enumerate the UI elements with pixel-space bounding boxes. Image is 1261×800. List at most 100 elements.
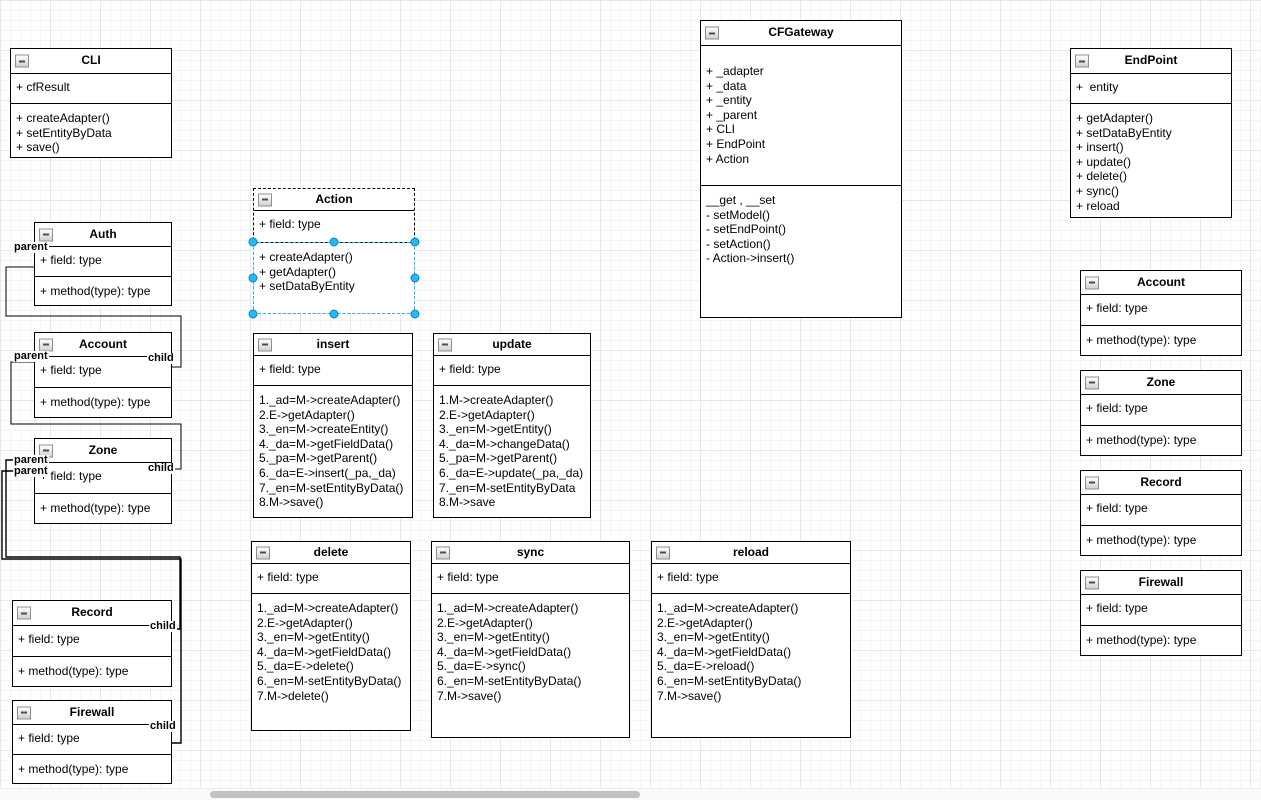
- collapse-minus-icon[interactable]: [705, 26, 719, 40]
- methods-compartment: + method(type): type: [13, 657, 171, 688]
- collapse-minus-icon[interactable]: [1075, 54, 1089, 68]
- collapse-minus-icon[interactable]: [39, 228, 53, 241]
- class-header: delete: [252, 542, 410, 564]
- method-line: 7.M->delete(): [257, 688, 329, 703]
- class-box-record-right[interactable]: Record + field: type + method(type): typ…: [1080, 470, 1242, 556]
- fields-compartment: + field: type: [13, 725, 171, 755]
- method-line: 6._da=E->insert(_pa,_da): [259, 465, 396, 480]
- horizontal-scrollbar-thumb[interactable]: [210, 791, 640, 798]
- selection-resize-handle[interactable]: [329, 309, 339, 319]
- selection-resize-handle[interactable]: [248, 309, 258, 319]
- collapse-minus-icon[interactable]: [17, 706, 31, 719]
- collapse-minus-icon[interactable]: [258, 193, 272, 206]
- fields-compartment: + field: type: [35, 247, 171, 277]
- class-box-cfgateway[interactable]: CFGateway + _adapter+ _data+ _entity+ _p…: [700, 20, 902, 318]
- method-line: 3._en=M->getEntity(): [437, 630, 550, 645]
- field-line: + field: type: [439, 362, 501, 376]
- selection-resize-handle[interactable]: [410, 309, 420, 319]
- method-line: + getAdapter(): [1076, 111, 1154, 125]
- class-box-action[interactable]: Action + field: type + createAdapter()+ …: [253, 188, 415, 314]
- method-line: 1._ad=M->createAdapter(): [257, 601, 399, 615]
- class-header: sync: [432, 542, 629, 564]
- class-box-delete[interactable]: delete + field: type 1._ad=M->createAdap…: [251, 541, 411, 731]
- method-line: 1._ad=M->createAdapter(): [437, 601, 579, 615]
- methods-compartment: + method(type): type: [35, 388, 171, 419]
- class-header: Firewall: [1081, 571, 1241, 595]
- class-title: CLI: [81, 53, 101, 67]
- edge-anchor-label: parent: [13, 241, 49, 253]
- class-title: Record: [71, 605, 113, 619]
- method-line: + method(type): type: [40, 284, 151, 298]
- class-box-reload[interactable]: reload + field: type 1._ad=M->createAdap…: [651, 541, 851, 738]
- fields-compartment: + field: type: [254, 356, 412, 386]
- selection-rectangle: [253, 242, 415, 314]
- collapse-minus-icon[interactable]: [656, 546, 670, 559]
- fields-compartment: + cfResult: [11, 74, 171, 104]
- class-box-sync[interactable]: sync + field: type 1._ad=M->createAdapte…: [431, 541, 630, 738]
- methods-compartment: 1._ad=M->createAdapter()2.E->getAdapter(…: [252, 594, 410, 732]
- method-line: 3._en=M->getEntity(): [257, 630, 370, 645]
- collapse-minus-icon[interactable]: [15, 54, 29, 68]
- collapse-minus-icon[interactable]: [1085, 476, 1099, 489]
- fields-compartment: + field: type: [1081, 395, 1241, 426]
- class-title: Auth: [89, 227, 117, 241]
- method-line: + setDataByEntity: [259, 279, 355, 294]
- fields-compartment: + field: type: [13, 626, 171, 657]
- collapse-minus-icon[interactable]: [1085, 376, 1099, 389]
- collapse-minus-icon[interactable]: [436, 546, 450, 559]
- class-title: Action: [315, 192, 353, 206]
- edge-anchor-label: parent: [13, 350, 49, 362]
- field-line: + field: type: [1086, 401, 1148, 415]
- class-box-insert[interactable]: insert + field: type 1._ad=M->createAdap…: [253, 333, 413, 518]
- class-box-cli[interactable]: CLI + cfResult + createAdapter()+ setEnt…: [10, 48, 172, 158]
- selection-resize-handle[interactable]: [410, 273, 420, 283]
- horizontal-scrollbar[interactable]: [0, 788, 1261, 800]
- collapse-minus-icon[interactable]: [438, 338, 452, 351]
- selection-resize-handle[interactable]: [329, 237, 339, 247]
- class-header: update: [434, 334, 590, 356]
- method-line: + reload: [1076, 198, 1120, 213]
- methods-compartment: + createAdapter()+ getAdapter()+ setData…: [254, 243, 414, 315]
- methods-compartment: + method(type): type: [1081, 526, 1241, 557]
- class-box-account-left[interactable]: Account + field: type + method(type): ty…: [34, 332, 172, 418]
- field-line: + field: type: [40, 363, 102, 377]
- selection-resize-handle[interactable]: [248, 237, 258, 247]
- selection-resize-handle[interactable]: [248, 273, 258, 283]
- class-box-zone-left[interactable]: Zone + field: type + method(type): type: [34, 438, 172, 524]
- field-line: + field: type: [257, 570, 319, 584]
- method-line: 7._en=M-setEntityByData: [439, 480, 576, 495]
- field-line: + field: type: [259, 217, 321, 231]
- method-line: 6._en=M-setEntityByData(): [437, 673, 582, 688]
- field-line: + field: type: [18, 632, 80, 646]
- method-line: 2.E->getAdapter(): [657, 615, 753, 630]
- method-line: 3._en=M->getEntity(): [439, 422, 552, 437]
- class-box-zone-right[interactable]: Zone + field: type + method(type): type: [1080, 370, 1242, 456]
- collapse-minus-icon[interactable]: [17, 606, 31, 620]
- class-box-endpoint[interactable]: EndPoint + entity + getAdapter()+ setDat…: [1070, 48, 1232, 218]
- collapse-minus-icon[interactable]: [258, 338, 272, 351]
- collapse-minus-icon[interactable]: [1085, 276, 1099, 289]
- field-line: + CLI: [706, 122, 736, 137]
- collapse-minus-icon[interactable]: [256, 546, 270, 559]
- class-box-update[interactable]: update + field: type 1.M->createAdapter(…: [433, 333, 591, 518]
- methods-compartment: + createAdapter()+ setEntityByData+ save…: [11, 104, 171, 159]
- method-line: 1._ad=M->createAdapter(): [657, 601, 799, 615]
- selection-resize-handle[interactable]: [410, 237, 420, 247]
- class-box-auth[interactable]: Auth + field: type + method(type): type: [34, 222, 172, 306]
- methods-compartment: + method(type): type: [1081, 426, 1241, 457]
- class-box-firewall-left[interactable]: Firewall + field: type + method(type): t…: [12, 700, 172, 784]
- method-line: 8.M->save(): [259, 495, 324, 510]
- method-line: + insert(): [1076, 140, 1124, 155]
- field-line: + field: type: [259, 362, 321, 376]
- methods-compartment: 1._ad=M->createAdapter()2.E->getAdapter(…: [432, 594, 629, 739]
- method-line: + method(type): type: [18, 762, 129, 776]
- field-line: + _parent: [706, 107, 758, 122]
- class-box-record-left[interactable]: Record + field: type + method(type): typ…: [12, 600, 172, 687]
- class-title: reload: [732, 545, 769, 559]
- fields-compartment: + field: type: [1081, 495, 1241, 526]
- method-line: + method(type): type: [40, 501, 151, 515]
- class-box-account-right[interactable]: Account + field: type + method(type): ty…: [1080, 270, 1242, 356]
- class-box-firewall-right[interactable]: Firewall + field: type + method(type): t…: [1080, 570, 1242, 656]
- collapse-minus-icon[interactable]: [1085, 576, 1099, 589]
